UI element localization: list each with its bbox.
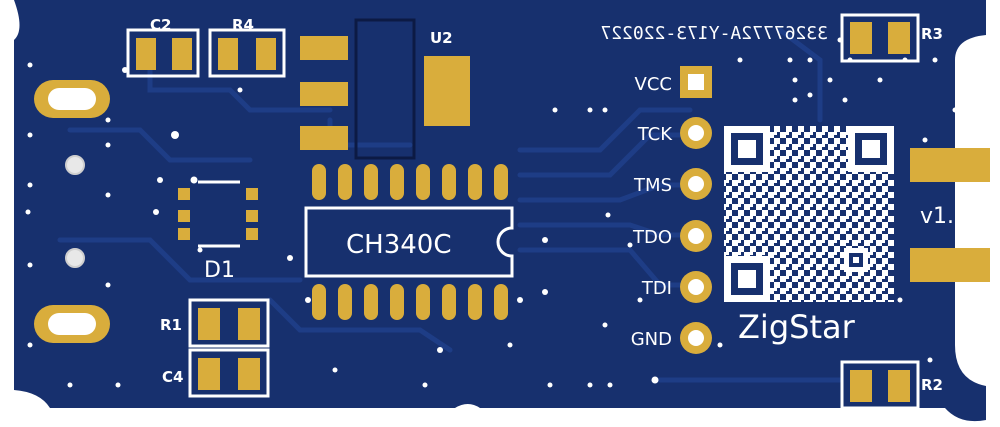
edge-pads xyxy=(910,148,990,282)
pin-label-gnd: GND xyxy=(631,329,672,350)
label-r2: R2 xyxy=(921,376,943,394)
pin-label-tms: TMS xyxy=(633,175,672,196)
regulator-u2: U2 xyxy=(300,18,470,160)
jtag-header: VCC TCK TMS TDO TDI GND xyxy=(631,66,712,354)
mounting-holes xyxy=(34,80,110,343)
resistor-r4: R4 xyxy=(208,16,286,78)
label-r3: R3 xyxy=(921,25,943,43)
ic-top-pins xyxy=(312,164,508,200)
serial-number-group: 33267772A-Y173-220227 xyxy=(600,23,828,44)
label-d1: D1 xyxy=(204,258,235,283)
label-ch340c: CH340C xyxy=(346,230,452,260)
label-u2: U2 xyxy=(430,29,453,47)
capacitor-c4: C4 xyxy=(162,348,270,398)
resistor-r3: R3 xyxy=(840,13,943,63)
serial-number: 33267772A-Y173-220227 xyxy=(600,23,828,44)
brand-logo-text: ZigStar xyxy=(738,308,856,346)
ic-ch340c: CH340C xyxy=(304,164,514,320)
ic-bottom-pins xyxy=(312,284,508,320)
pin-label-vcc: VCC xyxy=(635,74,672,95)
label-r1: R1 xyxy=(160,316,182,334)
vias xyxy=(25,37,988,388)
label-c4: C4 xyxy=(162,368,183,386)
pin-label-tck: TCK xyxy=(637,124,674,145)
capacitor-c2: C2 xyxy=(126,16,200,78)
resistor-r1: R1 xyxy=(160,298,270,348)
label-r4: R4 xyxy=(232,16,254,34)
pin-label-tdo: TDO xyxy=(632,227,672,248)
resistor-r2: R2 xyxy=(840,360,943,410)
label-c2: C2 xyxy=(150,16,171,34)
diode-d1: D1 xyxy=(178,176,258,283)
version-label: v1.1 xyxy=(920,204,968,229)
copper-traces xyxy=(57,27,843,383)
pin-label-tdi: TDI xyxy=(641,278,672,299)
qr-code xyxy=(724,126,894,302)
